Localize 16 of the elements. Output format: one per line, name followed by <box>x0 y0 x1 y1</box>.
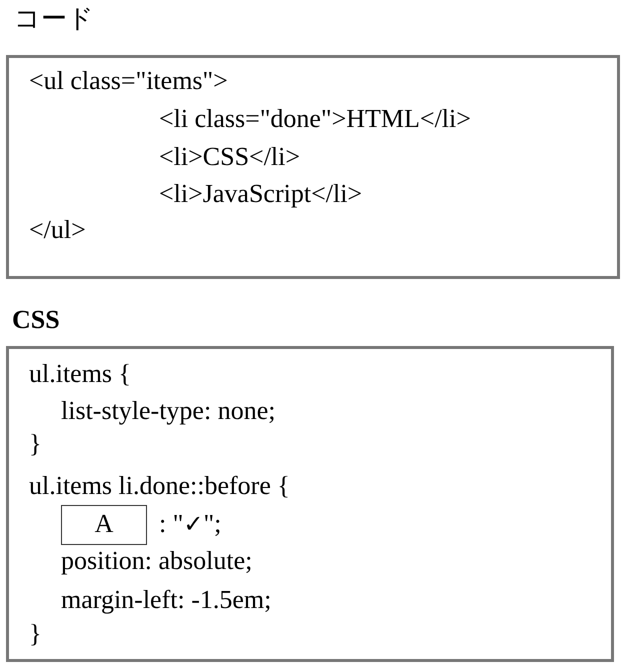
code-line: : "✓"; <box>159 509 222 539</box>
code-line: ul.items { <box>29 359 132 389</box>
code-line: ul.items li.done::before { <box>29 471 290 501</box>
answer-box: A <box>61 505 147 545</box>
code-line: margin-left: -1.5em; <box>61 585 272 615</box>
code-line: <li>CSS</li> <box>159 142 300 172</box>
code-line: <li>JavaScript</li> <box>159 179 362 209</box>
code-line: } <box>29 619 42 649</box>
code-line: <li class="done">HTML</li> <box>159 104 471 134</box>
section-heading: CSS <box>12 305 60 335</box>
code-line: <ul class="items"> <box>29 66 228 96</box>
code-line: position: absolute; <box>61 546 252 576</box>
code-line: list-style-type: none; <box>61 396 276 426</box>
code-line: } <box>29 429 42 459</box>
code-line: </ul> <box>29 215 86 245</box>
section-heading: コード <box>14 4 94 34</box>
